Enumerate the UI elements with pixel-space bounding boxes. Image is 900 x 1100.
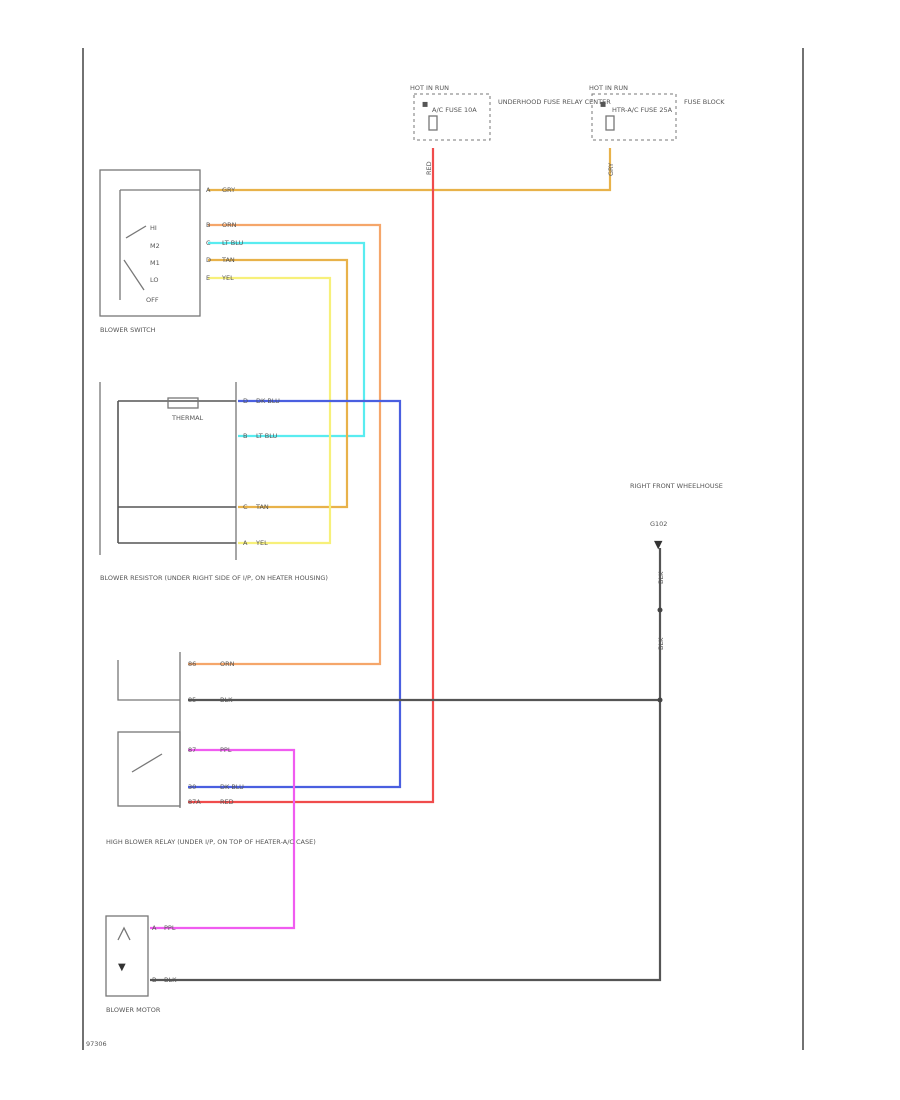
blower-motor-winding	[117, 926, 131, 941]
wire-lt-blu	[208, 241, 366, 438]
relay-wire-87a: RED	[220, 798, 234, 806]
blower-resistor-thermal-label: THERMAL	[171, 414, 204, 422]
blower-switch-pin-b: B	[206, 221, 210, 229]
blower-motor-wire-b: BLK	[164, 976, 177, 984]
blower-resistor: THERMAL BLOWER RESISTOR (UNDER RIGHT SID…	[99, 382, 328, 582]
blower-resistor-pin-b: B	[243, 432, 247, 440]
blower-switch-title: BLOWER SWITCH	[100, 326, 156, 334]
wire-yel	[208, 276, 332, 545]
inline-connector-dot	[657, 607, 663, 613]
fuse-block-2-outline	[591, 93, 677, 141]
blower-switch: HI M2 M1 LO OFF BLOWER SWITCH A GRY B OR…	[99, 169, 244, 334]
blower-switch-blade-upper	[125, 225, 147, 239]
relay-pin-87a: 87A	[188, 798, 201, 806]
relay-wire-30: DK BLU	[220, 783, 244, 791]
relay-pin-86: 86	[188, 660, 196, 668]
wire-gry	[208, 148, 612, 192]
fuse-block-2-fuse	[605, 115, 615, 131]
fuse-block-1-icon: ■	[422, 100, 428, 108]
relay-pin-85: 85	[188, 696, 196, 704]
wire-blk-motor	[150, 700, 662, 982]
wire-label-fuse1: RED	[425, 161, 433, 175]
ground-icon: ▼	[654, 538, 663, 551]
wire-dk-blu	[188, 399, 402, 789]
fuse-block-1-fuse	[428, 115, 438, 131]
blower-switch-wire-c: LT BLU	[222, 239, 244, 247]
high-blower-relay: HIGH BLOWER RELAY (UNDER I/P, ON TOP OF …	[106, 652, 316, 846]
blower-resistor-pin-d: D	[243, 397, 248, 405]
relay-pin-87: 87	[188, 746, 196, 754]
fuse-block-2-header: HOT IN RUN	[589, 84, 628, 92]
blower-switch-pos-m2: M2	[150, 242, 160, 250]
blower-resistor-thermal-fuse	[167, 397, 199, 409]
relay-blade	[131, 753, 163, 773]
blower-motor-pin-b: B	[152, 976, 156, 984]
blower-switch-pos-hi: HI	[150, 224, 157, 232]
relay-wire-85: BLK	[220, 696, 233, 704]
blower-motor: ▼ BLOWER MOTOR A PPL B BLK	[105, 915, 177, 1014]
fuse-block-2-icon: ■	[600, 100, 606, 108]
wire-ppl	[150, 748, 296, 930]
wire-label-ground-lower: BLK	[657, 637, 665, 650]
blower-motor-pin-a: A	[152, 924, 157, 932]
blower-resistor-wire-a: YEL	[255, 539, 268, 547]
relay-title: HIGH BLOWER RELAY (UNDER I/P, ON TOP OF …	[106, 838, 316, 846]
wire-orn	[188, 223, 382, 666]
wire-red	[188, 148, 435, 804]
blower-switch-pin-c: C	[206, 239, 211, 247]
splice-dot	[657, 697, 663, 703]
ground-title: RIGHT FRONT WHEELHOUSE	[630, 482, 723, 490]
relay-wire-87: PPL	[220, 746, 232, 754]
blower-resistor-title: BLOWER RESISTOR (UNDER RIGHT SIDE OF I/P…	[100, 574, 328, 582]
blower-resistor-pin-c: C	[243, 503, 248, 511]
fuse-block-1-label: A/C FUSE 10A	[432, 106, 477, 114]
blower-switch-off: OFF	[146, 296, 159, 304]
page-code: 97306	[86, 1040, 107, 1048]
relay-wire-86: ORN	[220, 660, 235, 668]
blower-switch-wire-b: ORN	[222, 221, 237, 229]
wire-label-fuse2: GRY	[607, 163, 615, 176]
blower-switch-blade-lower	[123, 259, 145, 291]
blower-switch-pin-a: A	[206, 186, 211, 194]
wire-tan	[208, 258, 349, 509]
relay-pin-30: 30	[188, 783, 196, 791]
fuse-block-1-header: HOT IN RUN	[410, 84, 449, 92]
blower-resistor-wire-c: TAN	[255, 503, 269, 511]
blower-switch-pos-m1: M1	[150, 259, 160, 267]
blower-switch-wire-a: GRY	[222, 186, 235, 194]
blower-switch-outline	[99, 169, 201, 317]
blower-switch-pin-d: D	[206, 256, 211, 264]
relay-switch-box	[117, 731, 181, 807]
blower-switch-wire-e: YEL	[221, 274, 234, 282]
ground-point: RIGHT FRONT WHEELHOUSE G102 ▼	[630, 482, 723, 551]
relay-coil	[117, 660, 180, 701]
fuse-block-1-outline	[413, 93, 491, 141]
blower-motor-icon: ▼	[118, 962, 126, 973]
fuse-block-1-desc: UNDERHOOD FUSE RELAY CENTER	[498, 98, 611, 106]
blower-motor-wire-a: PPL	[164, 924, 176, 932]
fuse-block-2: HOT IN RUN ■ HTR-A/C FUSE 25A FUSE BLOCK	[589, 84, 725, 141]
ground-id: G102	[650, 520, 667, 528]
blower-switch-pos-lo: LO	[150, 276, 159, 284]
fuse-block-1: HOT IN RUN ■ A/C FUSE 10A UNDERHOOD FUSE…	[410, 84, 611, 141]
blower-resistor-pin-a: A	[243, 539, 248, 547]
blower-resistor-wire-d: DK BLU	[256, 397, 280, 405]
wire-label-ground-upper: BLK	[657, 571, 665, 584]
blower-motor-outline	[105, 915, 149, 997]
blower-switch-pin-e: E	[206, 274, 210, 282]
fuse-block-2-label: HTR-A/C FUSE 25A	[612, 106, 673, 114]
blower-resistor-wire-b: LT BLU	[256, 432, 278, 440]
blower-motor-title: BLOWER MOTOR	[106, 1006, 161, 1014]
blower-switch-wire-d: TAN	[221, 256, 235, 264]
fuse-block-2-desc: FUSE BLOCK	[684, 98, 725, 106]
